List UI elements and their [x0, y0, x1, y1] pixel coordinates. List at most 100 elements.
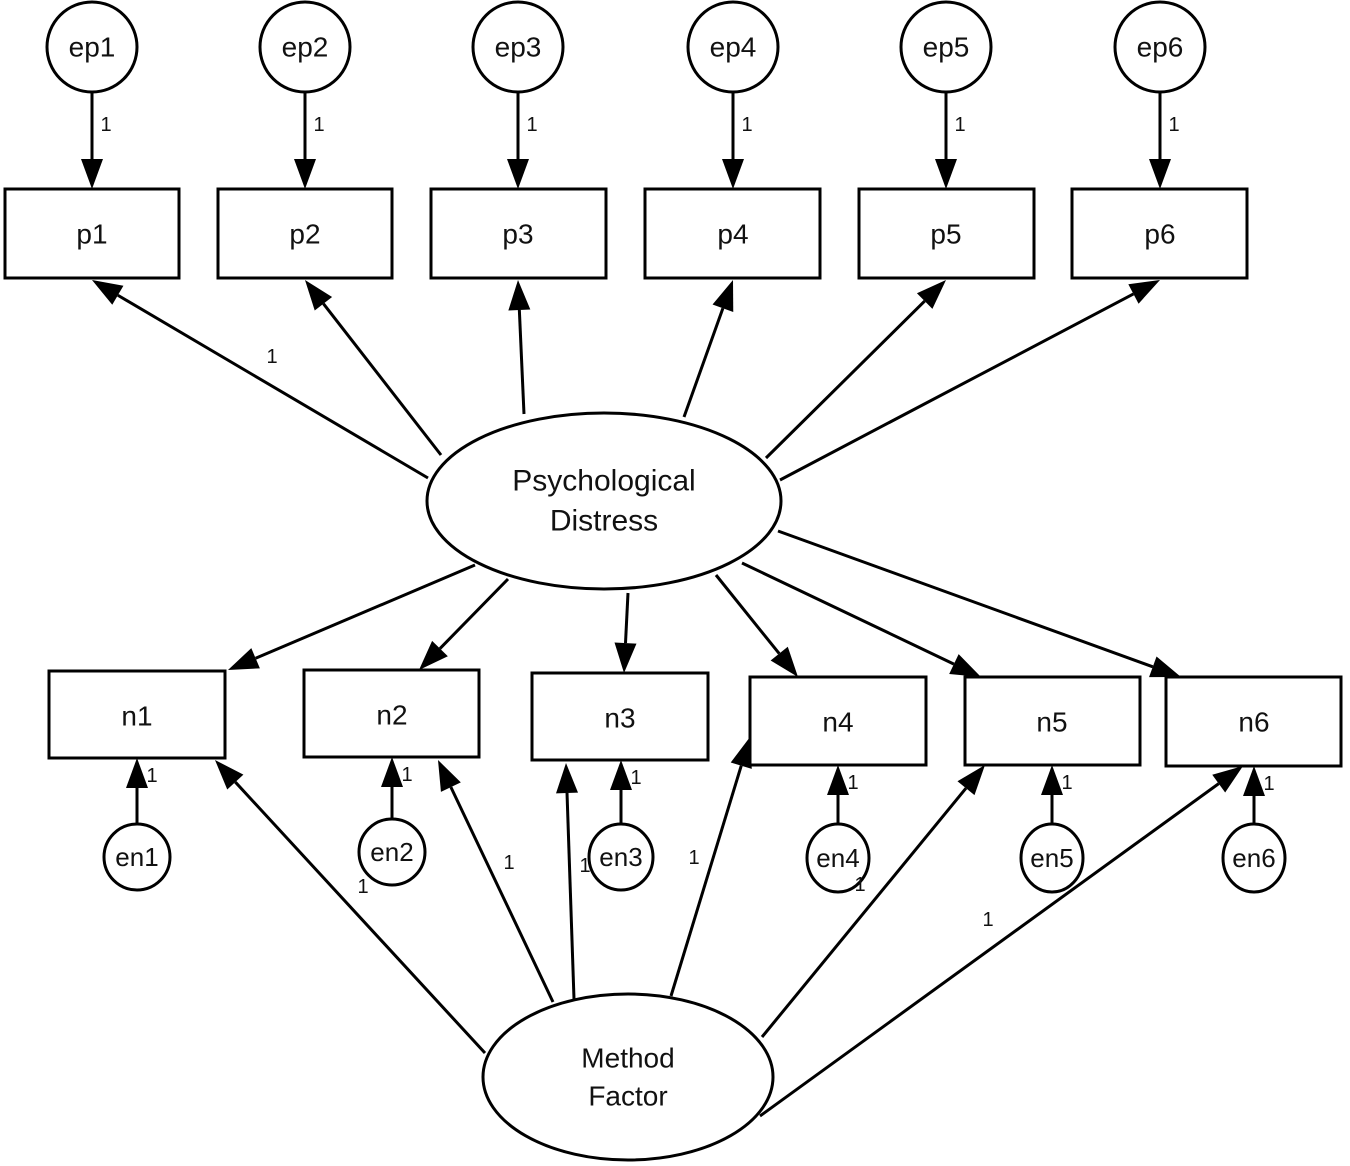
- latent-label-line2: Distress: [550, 505, 658, 538]
- arrowhead: [1212, 766, 1243, 793]
- error-ep5[interactable]: ep5: [899, 0, 993, 94]
- error-label: ep2: [282, 32, 329, 63]
- path-mf-to-n2: [438, 760, 555, 1003]
- path-line: [714, 574, 781, 655]
- arrowhead: [1149, 159, 1171, 189]
- observed-n3[interactable]: n3: [530, 671, 710, 762]
- path-weight-label: 1: [1263, 773, 1274, 795]
- latent-label-line1: Psychological: [512, 465, 695, 498]
- path-weight-label: 1: [357, 876, 368, 898]
- arrowhead: [215, 760, 244, 790]
- path-weight-label: 1: [741, 114, 752, 136]
- path-pd-to-n2: [419, 577, 510, 670]
- path-weight-label: 1: [401, 764, 412, 786]
- error-en3[interactable]: en3: [587, 822, 655, 892]
- observed-label: p1: [76, 219, 107, 250]
- error-en1[interactable]: en1: [102, 822, 172, 892]
- arrowhead: [438, 760, 461, 792]
- path-ep1-to-p1: [81, 92, 103, 189]
- path-weight-label: 1: [688, 847, 699, 869]
- error-ep2[interactable]: ep2: [258, 0, 352, 94]
- arrowhead: [508, 280, 531, 311]
- observed-p1[interactable]: p1: [3, 187, 181, 280]
- path-pd-to-n5: [741, 561, 981, 677]
- path-weight-label: 1: [854, 874, 865, 896]
- error-ep6[interactable]: ep6: [1113, 0, 1207, 94]
- path-en6-to-n6: [1243, 766, 1265, 824]
- path-pd-to-n1: [228, 563, 476, 670]
- path-pd-to-p6: [779, 280, 1160, 482]
- path-ep5-to-p5: [935, 92, 957, 189]
- observed-n4[interactable]: n4: [748, 675, 928, 767]
- nodes-layer: Psychological Distress Method Factor p1 …: [3, 0, 1343, 1162]
- error-label: en4: [816, 843, 859, 873]
- path-mf-to-n5: [760, 765, 985, 1038]
- path-en5-to-n5: [1041, 765, 1063, 824]
- latent-label-line2: Factor: [588, 1081, 667, 1112]
- latent-psychological-distress[interactable]: Psychological Distress: [425, 411, 783, 591]
- path-weight-label: 1: [503, 852, 514, 874]
- path-ep2-to-p2: [294, 92, 316, 189]
- arrowhead: [916, 280, 946, 309]
- observed-label: p4: [717, 219, 748, 250]
- error-label: en3: [599, 842, 642, 872]
- arrowhead: [770, 646, 798, 677]
- path-ep4-to-p4: [722, 92, 744, 189]
- path-mf-to-n4: [669, 737, 752, 997]
- observed-n6[interactable]: n6: [1164, 675, 1343, 768]
- arrowhead: [381, 757, 403, 787]
- path-line: [760, 787, 968, 1038]
- arrowhead: [1243, 766, 1265, 796]
- path-pd-to-n6: [777, 529, 1181, 678]
- observed-label: p5: [930, 219, 961, 250]
- path-line: [438, 577, 510, 650]
- observed-n2[interactable]: n2: [302, 668, 481, 759]
- observed-p3[interactable]: p3: [429, 187, 608, 280]
- path-line: [779, 292, 1135, 482]
- observed-n1[interactable]: n1: [47, 669, 227, 760]
- path-weight-label: 1: [146, 765, 157, 787]
- arrowhead: [722, 159, 744, 189]
- arrowhead: [957, 765, 985, 796]
- error-label: en1: [115, 842, 158, 872]
- path-line: [449, 786, 555, 1003]
- error-en5[interactable]: en5: [1019, 822, 1085, 894]
- path-line: [517, 309, 526, 415]
- error-ep1[interactable]: ep1: [45, 0, 139, 94]
- path-en3-to-n3: [610, 760, 632, 824]
- arrowhead: [614, 642, 637, 673]
- path-pd-to-p5: [764, 280, 946, 460]
- arrowhead: [1149, 656, 1181, 678]
- arrowhead: [1128, 280, 1160, 304]
- path-line: [682, 307, 725, 418]
- path-pd-to-n3: [614, 592, 637, 673]
- path-pd-to-p1: [92, 280, 429, 480]
- path-weight-label: 1: [526, 114, 537, 136]
- observed-n5[interactable]: n5: [963, 675, 1142, 767]
- path-line: [764, 300, 926, 460]
- path-line: [234, 781, 487, 1055]
- observed-label: n4: [822, 707, 853, 738]
- observed-p2[interactable]: p2: [216, 187, 394, 280]
- error-ep4[interactable]: ep4: [686, 0, 780, 94]
- path-weight-label: 1: [847, 772, 858, 794]
- error-label: en2: [370, 837, 413, 867]
- observed-p6[interactable]: p6: [1070, 187, 1249, 280]
- error-ep3[interactable]: ep3: [471, 0, 565, 94]
- arrowhead: [610, 760, 632, 790]
- observed-label: n5: [1036, 707, 1067, 738]
- latent-method-factor[interactable]: Method Factor: [481, 992, 775, 1162]
- path-weight-label: 1: [579, 855, 590, 877]
- observed-p4[interactable]: p4: [643, 187, 822, 280]
- arrowhead: [126, 758, 148, 788]
- error-label: ep5: [923, 32, 970, 63]
- path-en4-to-n4: [827, 765, 849, 824]
- observed-p5[interactable]: p5: [857, 187, 1036, 280]
- path-weight-label: 1: [954, 114, 965, 136]
- latent-label-line1: Method: [581, 1043, 674, 1074]
- error-en6[interactable]: en6: [1221, 822, 1287, 894]
- error-en4[interactable]: en4: [805, 822, 871, 894]
- error-en2[interactable]: en2: [357, 817, 427, 887]
